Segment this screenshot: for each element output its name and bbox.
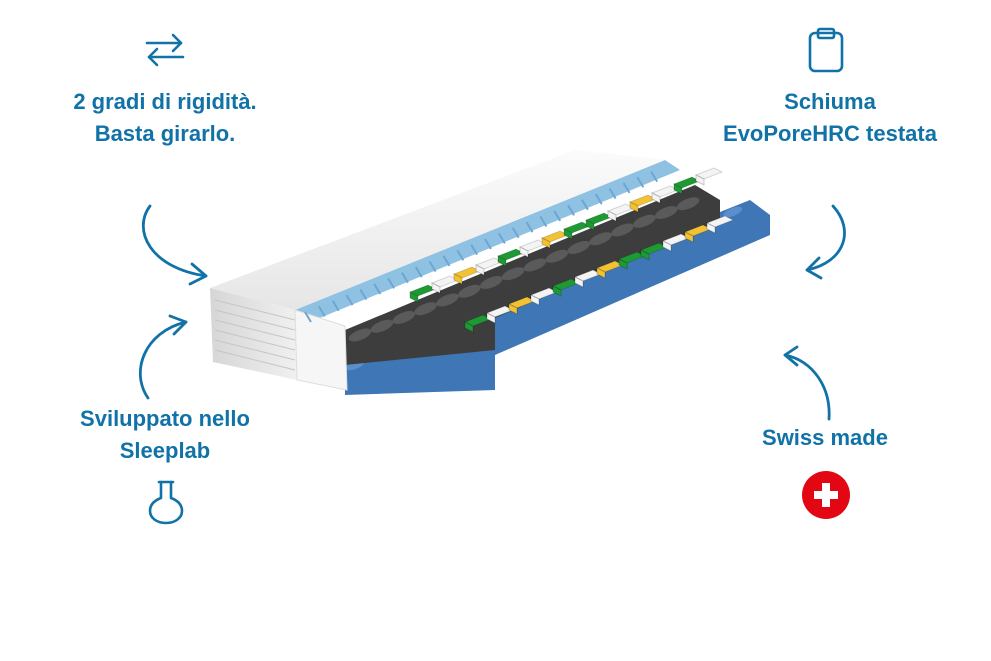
foam-ridge — [392, 311, 416, 324]
foam-segment — [563, 228, 573, 240]
foam-ridge — [442, 255, 451, 267]
feature-line: Basta girarlo. — [94, 121, 236, 146]
foam-segment — [475, 264, 485, 276]
curved-arrow-icon — [141, 204, 208, 286]
foam-segment — [508, 303, 518, 315]
feature-line: EvoPoreHRC testata — [723, 121, 937, 146]
foam-ridge — [553, 210, 562, 222]
foam-segment — [519, 246, 529, 258]
foam-segment — [618, 258, 628, 270]
foam-segment — [662, 240, 672, 252]
swiss-cross-icon — [802, 471, 850, 519]
foam-ridge — [511, 227, 520, 239]
foam-segment — [541, 237, 551, 249]
foam-segment — [607, 210, 617, 222]
foam-segment — [651, 192, 661, 204]
foam-ridge — [608, 187, 617, 199]
curved-arrow-icon — [805, 204, 846, 280]
foam-segment — [695, 174, 705, 186]
foam-ridge — [373, 283, 382, 295]
foam-ridge — [304, 311, 312, 323]
feature-line: Swiss made — [762, 425, 888, 450]
foam-ridge — [654, 206, 678, 219]
foam-ridge — [348, 328, 372, 342]
convoluted-foam-layer — [345, 185, 720, 365]
flask-icon — [148, 480, 184, 525]
foam-ridge — [650, 171, 659, 183]
foam-segment — [486, 312, 496, 324]
foam-ridge — [622, 182, 631, 194]
foam-ridge — [331, 300, 340, 312]
foam-segment — [706, 222, 716, 234]
foam-segment — [673, 183, 683, 195]
foam-ridge — [539, 216, 548, 228]
foam-ridge — [470, 244, 479, 256]
foam-ridge — [370, 319, 394, 333]
foam-ridge — [458, 284, 481, 298]
foam-ridge — [581, 199, 589, 211]
foam-segment — [464, 321, 474, 333]
foam-ridge — [523, 258, 547, 272]
foam-ridge — [525, 221, 534, 233]
foam-ridge — [589, 232, 612, 246]
foam-segment — [684, 231, 694, 243]
foam-segment — [640, 249, 650, 261]
foam-ridge — [611, 223, 634, 237]
foam-ridge — [676, 197, 700, 211]
foam-ridge — [545, 249, 569, 263]
foam-segment — [453, 273, 463, 285]
foam-ridge — [479, 276, 503, 289]
foam-ridge — [401, 272, 409, 284]
foam-ridge — [317, 305, 326, 317]
curved-arrow-icon — [783, 345, 831, 421]
feature-line: Sleeplab — [119, 438, 211, 463]
foam-ridge — [633, 214, 656, 228]
foam-segment — [497, 255, 507, 267]
foam-segment — [596, 267, 606, 279]
feature-line: 2 gradi di rigidità. — [73, 89, 257, 114]
foam-ridge — [414, 266, 423, 278]
feature-text-rigidity: 2 gradi di rigidità. Basta girarlo. — [40, 86, 290, 150]
feature-line: Sviluppato nello — [80, 406, 250, 431]
comfort-zones-layer — [408, 167, 735, 333]
feature-line: Schiuma — [784, 89, 876, 114]
foam-segment — [574, 276, 584, 288]
foam-ridge — [497, 232, 506, 244]
swap-arrows-icon — [145, 33, 185, 67]
foam-ridge — [484, 238, 492, 250]
feature-text-sleeplab: Sviluppato nello Sleeplab — [40, 403, 290, 467]
mattress-cover — [210, 150, 680, 391]
foam-ridge — [428, 260, 437, 272]
clipboard-icon — [808, 27, 844, 73]
foam-ridge — [594, 193, 603, 205]
foam-ridge — [567, 241, 591, 254]
feature-text-swiss: Swiss made — [700, 422, 950, 454]
foam-ridge — [436, 293, 459, 307]
foam-segment — [530, 294, 540, 306]
foam-ridge — [636, 176, 645, 188]
foam-ridge — [456, 249, 465, 261]
foam-ridge — [414, 302, 437, 316]
mattress-cutaway-illustration — [210, 150, 770, 395]
foam-segment — [629, 201, 639, 213]
foam-segment — [431, 282, 441, 294]
feature-text-foam: Schiuma EvoPoreHRC testata — [700, 86, 960, 150]
foam-segment — [552, 285, 562, 297]
foam-ridge — [345, 294, 354, 306]
foam-segment — [409, 291, 419, 303]
foam-segment — [694, 167, 724, 180]
foam-ridge — [723, 206, 743, 218]
foam-ridge — [359, 289, 368, 301]
foam-ridge — [501, 267, 525, 281]
foam-ridge — [387, 277, 395, 289]
foam-ridge — [567, 204, 575, 216]
foam-segment — [585, 219, 595, 231]
curved-arrow-icon — [138, 314, 188, 400]
